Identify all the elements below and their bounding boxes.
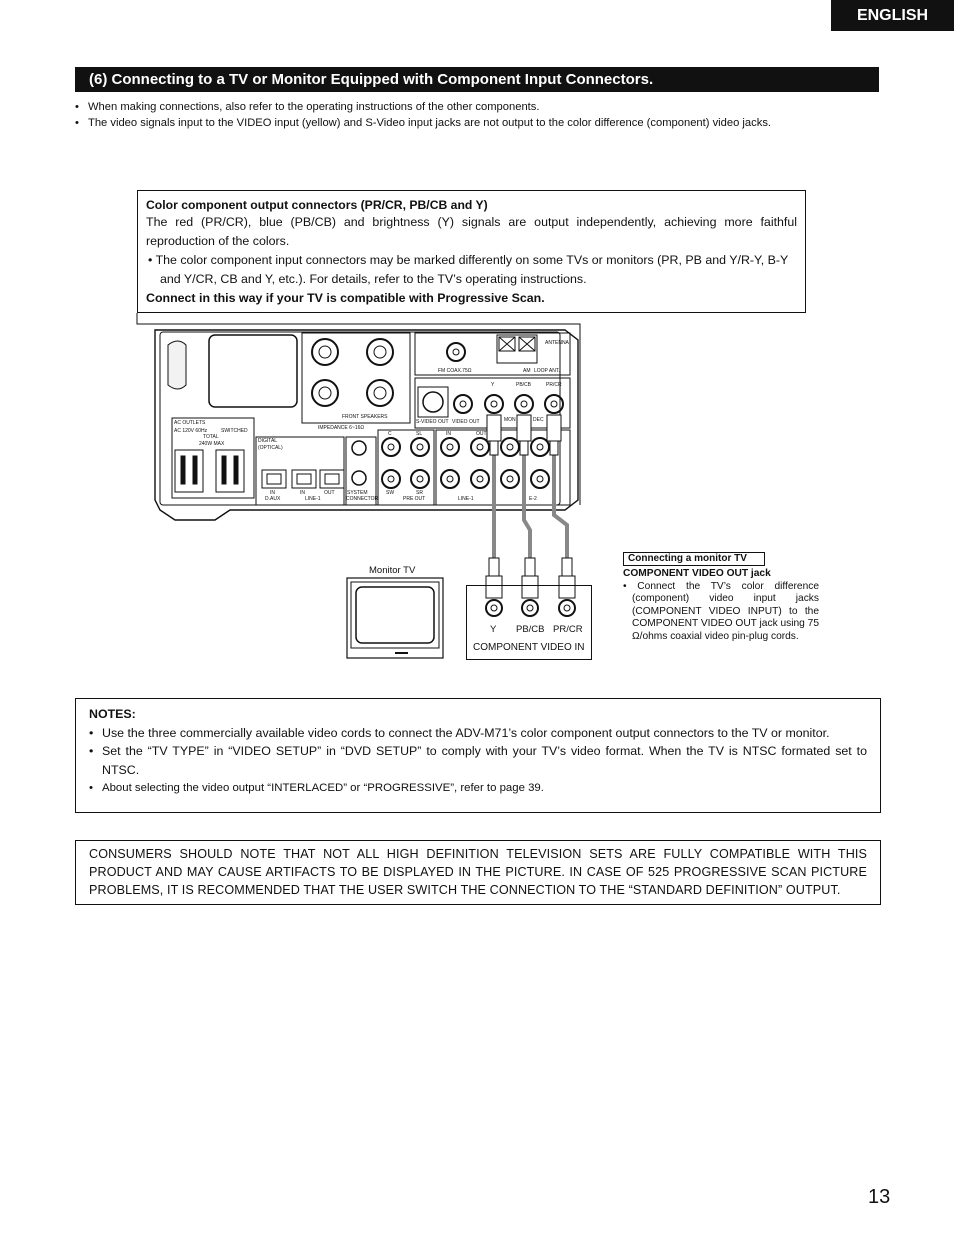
notes-list: Use the three commercially available vid…	[89, 724, 867, 798]
line1-out-label: OUT	[324, 490, 335, 496]
ac-rating-label: AC 120V 60Hz	[174, 428, 208, 434]
unit-plugs	[486, 414, 562, 456]
sw-label: SW	[386, 490, 394, 496]
intro-bullets: When making connections, also refer to t…	[75, 99, 875, 131]
system-label: SYSTEM	[347, 490, 368, 496]
daux-label: D.AUX	[265, 496, 281, 502]
component-video-in-box	[466, 585, 592, 660]
progressive-scan-emphasis: Connect in this way if your TV is compat…	[146, 291, 545, 305]
diagram-frame	[136, 313, 581, 505]
in-label: IN	[446, 431, 451, 437]
consumer-notice: CONSUMERS SHOULD NOTE THAT NOT ALL HIGH …	[75, 840, 881, 905]
component-info-box: Color component output connectors (PR/CR…	[137, 190, 806, 313]
note-item: Use the three commercially available vid…	[89, 724, 867, 743]
max-label: 240W MAX	[199, 441, 225, 447]
pb-cable	[522, 420, 532, 560]
note-item: About selecting the video output “INTERL…	[89, 779, 867, 798]
in-daux-label: IN	[270, 490, 275, 496]
page-number: 13	[868, 1186, 891, 1208]
s-video-out-label: S-VIDEO OUT	[416, 419, 449, 425]
panel-labels: ANTENNA FM COAX.75Ω AM LOOP ANT. Y PB/CB…	[174, 340, 570, 502]
connecting-monitor-tag: Connecting a monitor TV	[623, 552, 765, 566]
pre-out-label: PRE OUT	[403, 496, 425, 502]
notes-box: NOTES: Use the three commercially availa…	[75, 698, 881, 813]
line1-label: LINE-1	[458, 496, 474, 502]
ac-outlets-label: AC OUTLETS	[174, 420, 206, 426]
receiver-rear-panel	[154, 329, 579, 521]
power-cord-icon	[167, 340, 187, 390]
fm-label: FM COAX.75Ω	[438, 368, 472, 374]
line1-in-label: IN	[300, 490, 305, 496]
section-title: (6) Connecting to a TV or Monitor Equipp…	[75, 67, 879, 92]
pb-jack-label: PB/CB	[516, 382, 532, 388]
c-label: C	[388, 431, 392, 437]
antenna-label: ANTENNA	[545, 340, 570, 346]
optical-label: (OPTICAL)	[258, 445, 283, 451]
language-tab: ENGLISH	[831, 0, 954, 31]
sl-label: SL	[416, 431, 422, 437]
info-paragraph: The red (PR/CR), blue (PB/CB) and bright…	[146, 215, 797, 248]
total-label: TOTAL	[203, 434, 219, 440]
component-pr-label: PR/CR	[553, 624, 583, 635]
info-bullet-text: The color component input connectors may…	[155, 253, 789, 286]
y-jack-label: Y	[491, 382, 495, 388]
sr-label: SR	[416, 490, 423, 496]
info-heading: Color component output connectors (PR/CR…	[146, 198, 488, 212]
component-video-in-caption: COMPONENT VIDEO IN	[473, 642, 585, 653]
monitor-tv-label: Monitor TV	[369, 565, 416, 576]
loop-label: LOOP ANT.	[534, 368, 560, 374]
monitor-connection-note: Connecting a monitor TV COMPONENT VIDEO …	[623, 552, 819, 643]
info-bullet: • The color component input connectors m…	[148, 253, 789, 286]
note-item: Set the “TV TYPE” in “VIDEO SETUP” in “D…	[89, 742, 867, 779]
monitor-connection-text: • Connect the TV’s color difference (com…	[623, 580, 820, 642]
switched-label: SWITCHED	[221, 428, 248, 434]
component-y-label: Y	[490, 624, 497, 635]
component-out-jack-heading: COMPONENT VIDEO OUT jack	[623, 568, 771, 579]
pr-cable	[552, 420, 569, 560]
front-speakers-label: FRONT SPEAKERS	[342, 414, 388, 420]
impedance-label: IMPEDANCE 6~16Ω	[318, 425, 364, 431]
monitor-tv-icon	[346, 577, 444, 659]
pr-jack-label: PR/CR	[546, 382, 562, 388]
component-in-jacks	[485, 599, 576, 617]
am-label: AM	[523, 368, 531, 374]
video-out-label: VIDEO OUT	[452, 419, 480, 425]
mon-label: MON	[504, 417, 516, 423]
connector-label: CONNECTOR	[346, 496, 379, 502]
connection-diagram: ANTENNA FM COAX.75Ω AM LOOP ANT. Y PB/CB…	[136, 313, 581, 659]
notes-heading: NOTES:	[89, 707, 136, 721]
tv-plugs	[485, 557, 576, 599]
dec-label: DEC	[533, 417, 544, 423]
e2-label: E-2	[529, 496, 537, 502]
out-label: OUT	[476, 431, 487, 437]
component-pb-label: PB/CB	[516, 624, 545, 635]
digital-label: DIGITAL	[258, 438, 277, 444]
intro-bullet: The video signals input to the VIDEO inp…	[75, 115, 875, 131]
line1-panel-label: LINE-1	[305, 496, 321, 502]
intro-bullet: When making connections, also refer to t…	[75, 99, 875, 115]
